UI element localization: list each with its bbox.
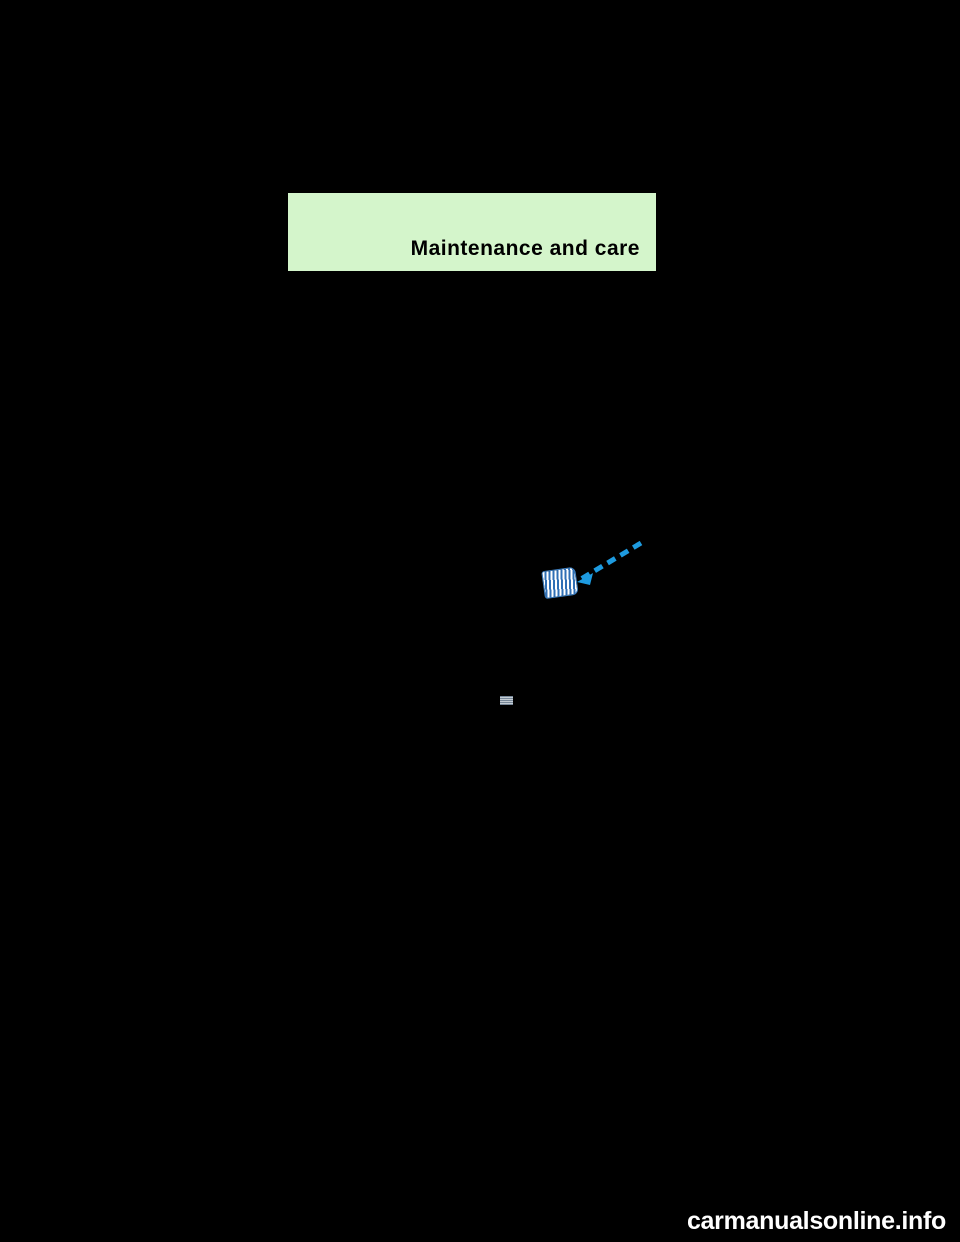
figure-speckle-mark bbox=[500, 696, 513, 705]
section-title-banner: Maintenance and care bbox=[288, 193, 656, 271]
footer-watermark: carmanualsonline.info bbox=[686, 1207, 946, 1235]
page-title: Maintenance and care bbox=[410, 237, 640, 260]
callout-arrow-icon bbox=[577, 540, 643, 585]
